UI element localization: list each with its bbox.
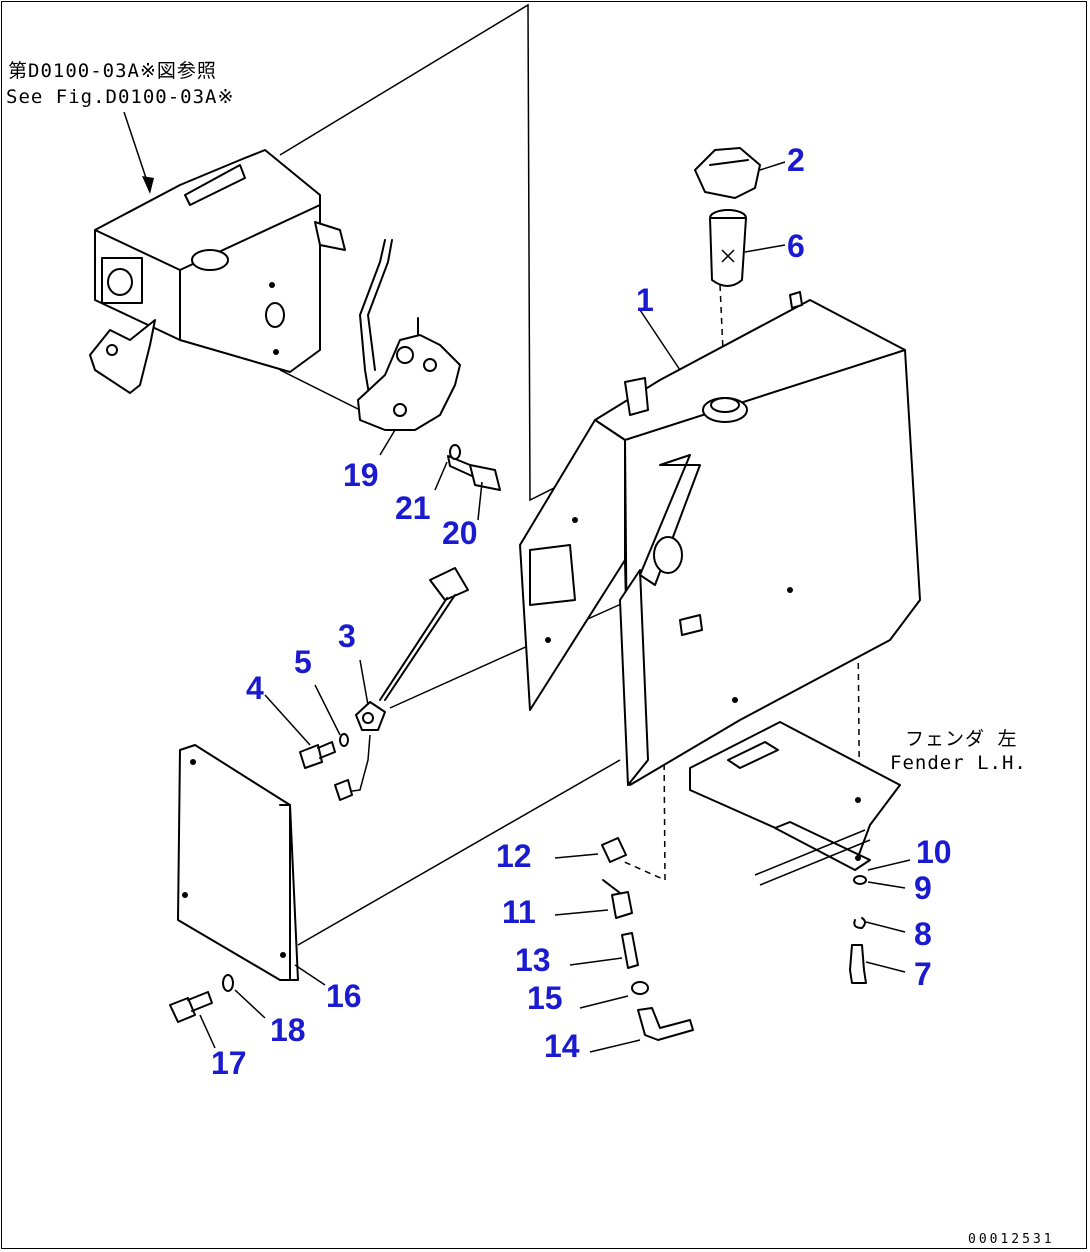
drain-cock-3 <box>334 567 469 801</box>
callout-13[interactable]: 13 <box>515 942 551 978</box>
callout-4[interactable]: 4 <box>246 670 264 706</box>
leader-lines <box>199 161 911 1053</box>
lever-assembly-19 <box>357 239 461 431</box>
callout-6[interactable]: 6 <box>787 228 805 264</box>
fender-note-en: Fender L.H. <box>890 752 1027 774</box>
callout-10[interactable]: 10 <box>916 834 952 870</box>
fender-note-jp: フェンダ 左 <box>905 728 1018 750</box>
fender-bracket-10 <box>689 721 901 886</box>
callout-16[interactable]: 16 <box>326 978 362 1014</box>
callout-1[interactable]: 1 <box>636 282 654 318</box>
callout-21[interactable]: 21 <box>395 490 431 526</box>
callout-2[interactable]: 2 <box>787 142 805 178</box>
fuel-tank-1 <box>519 291 921 786</box>
callout-19[interactable]: 19 <box>343 457 379 493</box>
callout-5[interactable]: 5 <box>294 644 312 680</box>
callout-8[interactable]: 8 <box>914 916 932 952</box>
callout-17[interactable]: 17 <box>211 1045 247 1081</box>
hose-fittings <box>601 837 694 1041</box>
callout-18[interactable]: 18 <box>270 1012 306 1048</box>
callout-12[interactable]: 12 <box>496 838 532 874</box>
bolt-4-washer-5 <box>299 733 349 769</box>
filler-cap-2 <box>694 147 761 199</box>
cover-plate-16 <box>177 744 299 981</box>
strainer-6 <box>709 209 747 287</box>
bolt-17-washer-18 <box>169 974 234 1023</box>
callout-11[interactable]: 11 <box>502 894 536 930</box>
callout-15[interactable]: 15 <box>527 980 563 1016</box>
bolt-20-washer-21 <box>447 444 501 491</box>
callout-20[interactable]: 20 <box>442 515 478 551</box>
reference-note-en: See Fig.D0100-03A※ <box>6 86 235 108</box>
callout-3[interactable]: 3 <box>338 618 356 654</box>
callout-7[interactable]: 7 <box>914 956 932 992</box>
mounting-bracket <box>89 149 346 394</box>
drawing-code: 00012531 <box>968 1232 1055 1247</box>
reference-note-jp: 第D0100-03A※図参照 <box>8 60 217 82</box>
callout-14[interactable]: 14 <box>544 1028 580 1064</box>
reference-arrow <box>123 111 154 194</box>
fasteners-7-8-9 <box>849 875 867 984</box>
callout-9[interactable]: 9 <box>914 870 932 906</box>
